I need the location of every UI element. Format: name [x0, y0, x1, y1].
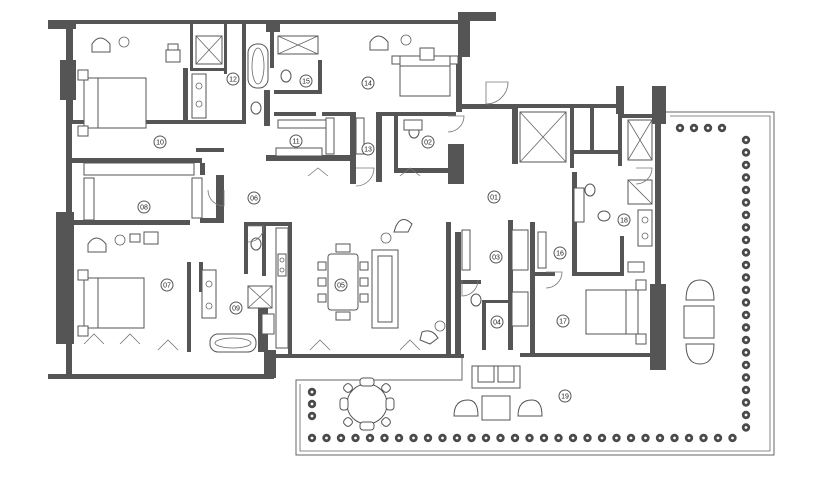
bath-fixtures	[191, 43, 653, 353]
planter-center	[310, 402, 314, 406]
room-labels: 01 02 03 04 05 06 07 08 09 10 11 12 13 1…	[137, 72, 631, 403]
planter-center	[744, 276, 748, 279]
planter-center	[706, 126, 710, 130]
planter-center	[571, 436, 575, 440]
planter-center	[484, 436, 488, 440]
room-label-08: 08	[140, 205, 148, 212]
wardrobes	[83, 117, 585, 327]
door-swings	[83, 81, 653, 351]
planter-center	[615, 436, 618, 440]
planter-center	[744, 388, 748, 392]
planter-center	[499, 436, 502, 440]
planter-center	[310, 390, 314, 394]
planter-center	[744, 363, 748, 367]
planter-center	[397, 436, 401, 440]
planter-center	[692, 126, 696, 130]
planter-center	[744, 413, 748, 417]
interior-walls	[72, 24, 654, 356]
room-label-06: 06	[250, 196, 258, 203]
room-label-02: 02	[424, 140, 432, 147]
exterior-walls	[48, 12, 666, 379]
planter-center	[744, 151, 748, 154]
planter-center	[744, 213, 748, 217]
room-label-10: 10	[156, 140, 164, 147]
planter-center	[744, 201, 748, 204]
planter-center	[744, 263, 748, 267]
planter-center	[744, 301, 748, 304]
planters	[307, 123, 751, 443]
room-label-13: 13	[364, 147, 372, 154]
planter-center	[586, 436, 589, 440]
planter-center	[687, 436, 691, 440]
room-label-04: 04	[493, 320, 501, 327]
planter-center	[673, 436, 676, 440]
planter-center	[678, 126, 682, 130]
planter-center	[528, 436, 531, 440]
planter-center	[513, 436, 517, 440]
planter-center	[658, 436, 662, 440]
planter-center	[744, 163, 748, 167]
planter-center	[744, 313, 748, 317]
planter-center	[744, 226, 748, 229]
planter-center	[744, 238, 748, 242]
room-label-01: 01	[490, 195, 498, 202]
planter-center	[325, 436, 328, 440]
beds	[77, 55, 647, 345]
room-label-09: 09	[232, 306, 240, 313]
planter-center	[744, 426, 748, 429]
chairs-desks	[87, 34, 645, 345]
planter-center	[426, 436, 430, 440]
planter-center	[354, 436, 357, 440]
planter-center	[744, 188, 748, 192]
room-label-11: 11	[292, 139, 299, 146]
planter-center	[644, 436, 647, 440]
room-label-05: 05	[337, 283, 345, 290]
terrace-furniture	[339, 279, 715, 431]
planter-center	[412, 436, 415, 440]
planter-center	[744, 251, 748, 254]
room-label-14: 14	[364, 81, 372, 88]
planter-center	[557, 436, 560, 440]
planter-center	[542, 436, 546, 440]
dining-area	[317, 243, 399, 329]
planter-center	[702, 436, 705, 440]
room-label-19: 19	[561, 394, 569, 401]
room-label-17: 17	[559, 319, 567, 326]
planter-center	[720, 126, 724, 130]
planter-center	[744, 338, 748, 342]
planter-center	[383, 436, 386, 440]
planter-center	[629, 436, 633, 440]
planter-center	[470, 436, 473, 440]
planter-center	[744, 351, 748, 354]
planter-center	[310, 414, 314, 418]
planter-center	[744, 376, 748, 379]
terrace	[295, 111, 775, 456]
planter-center	[339, 436, 343, 440]
room-label-15: 15	[302, 79, 310, 86]
planter-center	[731, 436, 734, 440]
planter-center	[455, 436, 459, 440]
planter-center	[600, 436, 604, 440]
lift-shafts	[195, 35, 653, 309]
room-label-12: 12	[229, 77, 237, 84]
room-label-16: 16	[556, 251, 564, 258]
planter-center	[744, 176, 748, 179]
room-label-03: 03	[492, 255, 500, 262]
planter-center	[716, 436, 720, 440]
planter-center	[744, 288, 748, 292]
planter-center	[744, 138, 748, 142]
planter-center	[744, 401, 748, 404]
planter-center	[441, 436, 444, 440]
planter-center	[368, 436, 372, 440]
planter-center	[310, 436, 314, 440]
room-label-18: 18	[620, 218, 628, 225]
room-label-07: 07	[163, 283, 171, 290]
planter-center	[744, 326, 748, 329]
